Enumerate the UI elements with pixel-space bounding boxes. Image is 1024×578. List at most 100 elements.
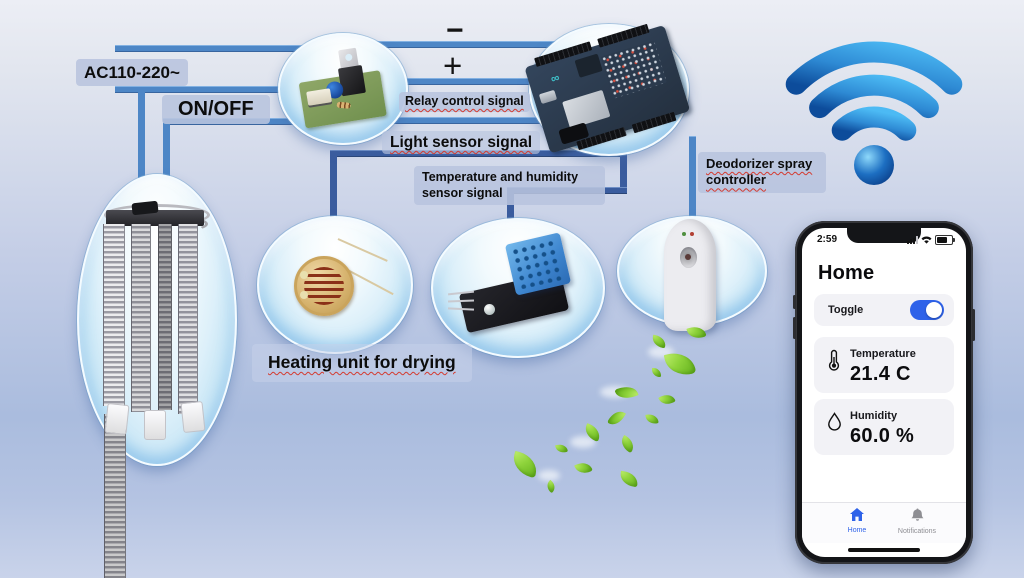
heater-coil-column [131,224,152,412]
heating-unit-label: Heating unit for drying [252,344,472,382]
plus-wire [330,78,560,85]
phone-volume-up-button [793,295,796,309]
relay-signal-label: Relay control signal [399,92,530,112]
deodorizer-label: Deodorizer spray controller [698,152,826,193]
phone-volume-down-button [793,317,796,339]
spray-mist [538,470,560,481]
leaf [617,434,638,454]
light-signal-label: Light sensor signal [382,131,541,155]
temperature-value: 21.4 C [850,363,911,385]
phone-screen: 2:59 Home Toggle Temperature 21.4 C [802,228,966,557]
heater-coil-column [104,414,126,578]
plus-sign: + [443,47,462,85]
dht-screw-hole [484,304,495,315]
heater-top-bracket [106,210,204,226]
minus-wire [330,41,566,48]
heater-coil-column [178,224,199,414]
temperature-card: Temperature 21.4 C [814,337,954,393]
sensors-riser-wire [620,127,627,194]
status-bar-icons [907,235,955,245]
temp-signal-label-line1: Temperature and humidity [422,170,579,184]
heater-coils [102,224,212,578]
temperature-label: Temperature [850,348,916,360]
ldr-pad [300,271,308,279]
ac-line-top [115,45,327,52]
deodorizer-wire [689,136,696,226]
relay-module [291,43,398,133]
light-signal-label-text: Light sensor signal [390,134,533,151]
leaf [652,368,661,377]
home-icon [850,508,864,521]
deodorizer-body [664,219,716,331]
app-page-title: Home [818,262,875,284]
temp-signal-label-line2: sensor signal [422,185,503,200]
thermometer-icon [828,349,840,371]
wifi-status-icon [921,236,932,244]
tab-home[interactable]: Home [822,508,892,534]
toggle-switch[interactable] [910,300,944,320]
deodorizer-spray-device [660,219,722,335]
light-sensor-drop-wire [330,150,337,246]
light-sensor [286,236,396,332]
heater-foot [144,410,166,440]
humidity-droplet-icon [828,412,841,431]
power-label-text: AC110-220~ [84,63,180,82]
temperature-humidity-sensor [447,230,588,340]
heater-foot [104,402,130,436]
deodorizer-label-line2: controller [706,172,766,188]
phone-notch [847,228,921,243]
heater-foot [180,400,206,434]
relay-signal-wire [334,117,546,124]
signal-strength-icon [907,236,918,244]
temp-signal-label: Temperature and humidity sensor signal [414,166,605,206]
temp-sensor-drop-wire [507,187,514,237]
leaf [574,459,593,477]
status-bar-time: 2:59 [817,234,838,245]
leaf [658,391,676,408]
deodorizer-led-green [682,232,686,236]
toggle-label: Toggle [828,304,864,316]
ldr-body [294,256,354,316]
bell-icon [911,508,923,521]
onoff-to-heater-line [163,118,170,194]
deodorizer-label-line1: Deodorizer spray [706,156,813,171]
humidity-card: Humidity 60.0 % [814,399,954,455]
leaf [645,413,659,425]
minus-sign: − [446,14,464,48]
tab-home-label: Home [847,527,867,534]
deodorizer-led-red [690,232,694,236]
leaf [607,407,626,429]
leaf [619,470,639,488]
phone-power-button [972,309,975,341]
onoff-label-text: ON/OFF [178,98,254,120]
heating-unit-label-text: Heating unit for drying [268,352,456,372]
smartphone: 2:59 Home Toggle Temperature 21.4 C [793,221,975,564]
heater-coil-column [103,224,125,406]
minus-sign-text: − [446,14,464,47]
humidity-value: 60.0 % [850,425,915,447]
leaf [509,450,541,479]
ldr-leg [337,238,388,262]
leaf [555,442,568,455]
tab-notifications[interactable]: Notifications [882,508,952,535]
wifi-icon [785,41,963,185]
home-indicator[interactable] [848,548,920,552]
spray-mist [570,436,596,448]
heater-coil-column [157,224,172,410]
relay-signal-label-text: Relay control signal [405,94,524,108]
dht-pin [447,307,475,311]
ldr-serpentine-trace [304,267,344,305]
deodorizer-nozzle-hole [685,254,691,260]
dht-grid-holes [510,238,566,290]
leaf [663,349,697,379]
humidity-label: Humidity [850,410,898,422]
ac-to-heater-line [138,86,145,190]
bottom-tab-bar: Home Notifications [802,502,966,543]
tab-notifications-label: Notifications [897,528,937,535]
battery-icon [935,235,955,245]
heating-unit [98,196,218,578]
toggle-card: Toggle [814,294,954,326]
deodorizer-nozzle [680,247,697,268]
ldr-pad [300,291,308,299]
